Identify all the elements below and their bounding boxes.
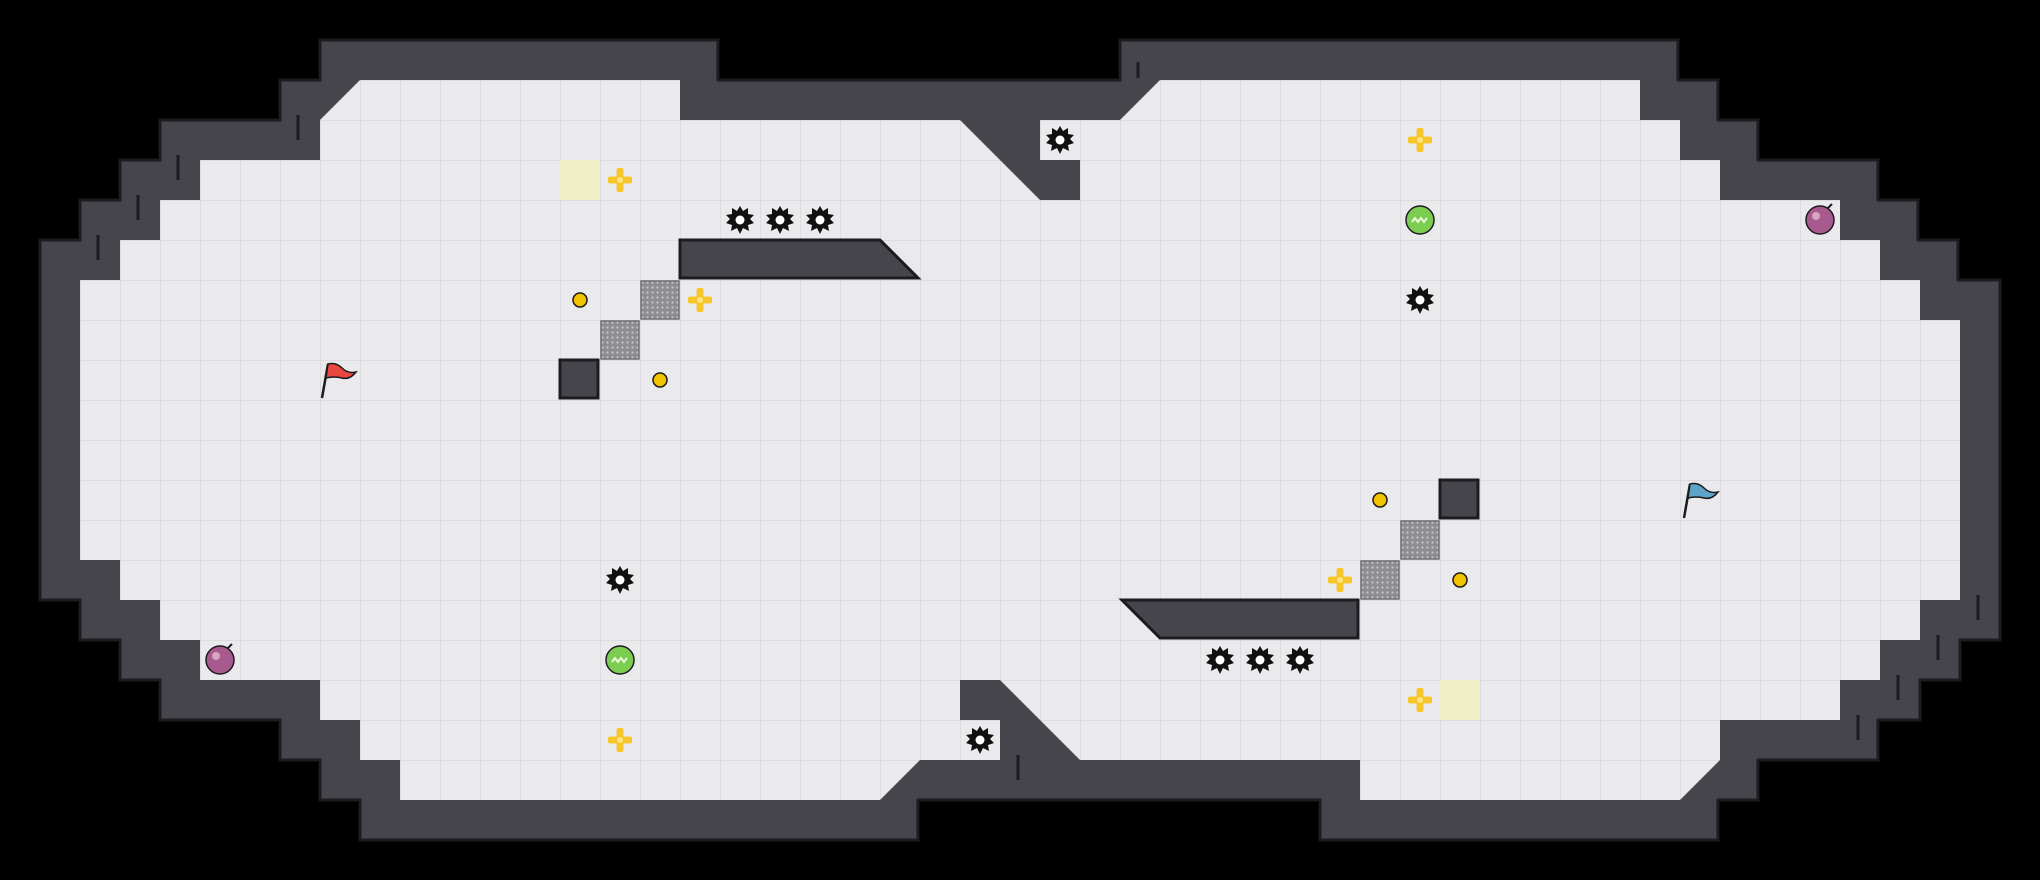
interior-walls: [558, 238, 1480, 640]
floor: [80, 80, 1960, 800]
lower-ledge-wall: [1118, 598, 1360, 640]
grate-tile: [600, 320, 640, 360]
grate-tile: [640, 280, 680, 320]
highlight-tile: [560, 160, 600, 200]
purple-orb-icon: [205, 643, 235, 675]
green-orb-icon: [1405, 205, 1435, 235]
grate-tile: [1360, 560, 1400, 600]
coin-icon: [1452, 572, 1468, 588]
red-flag-icon: [320, 362, 358, 399]
upper-ledge-wall: [678, 238, 922, 280]
grates: [600, 280, 1440, 600]
highlight-tile: [1440, 680, 1480, 720]
green-orbs: [605, 205, 1435, 675]
purple-orbs: [205, 203, 1835, 675]
block-right: [1438, 478, 1480, 520]
coin-icon: [572, 292, 588, 308]
wall-ticks: [96, 62, 1980, 780]
purple-orb-icon: [1805, 203, 1835, 235]
grate-tile: [1400, 520, 1440, 560]
green-orb-icon: [605, 645, 635, 675]
highlight-tiles: [560, 160, 1480, 720]
coin-icon: [652, 372, 668, 388]
blue-flag-icon: [1682, 482, 1720, 519]
block-left: [558, 358, 600, 400]
coins: [572, 292, 1468, 588]
coin-icon: [1372, 492, 1388, 508]
